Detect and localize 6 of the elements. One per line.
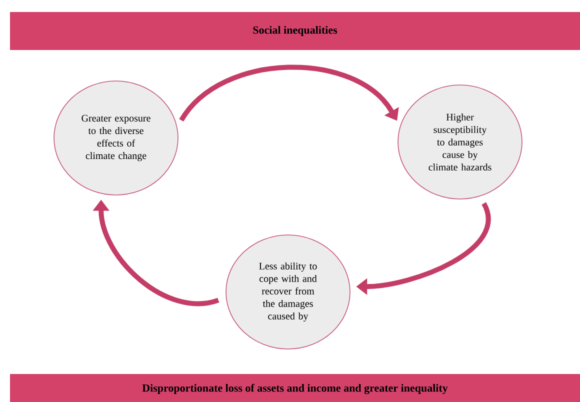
- footer-band: Disproportionate loss of assets and income and greater inequality: [10, 374, 580, 402]
- circle-node: Less ability to cope with and recover from the damages caused by: [226, 234, 350, 350]
- circle-node: Higher susceptibility to damages cause by climate hazards: [398, 84, 522, 200]
- circle-node: Greater exposure to the diverse effects of climate change: [54, 80, 178, 196]
- title-band: Social inequalities: [10, 12, 580, 50]
- curved-arrow: [179, 64, 399, 122]
